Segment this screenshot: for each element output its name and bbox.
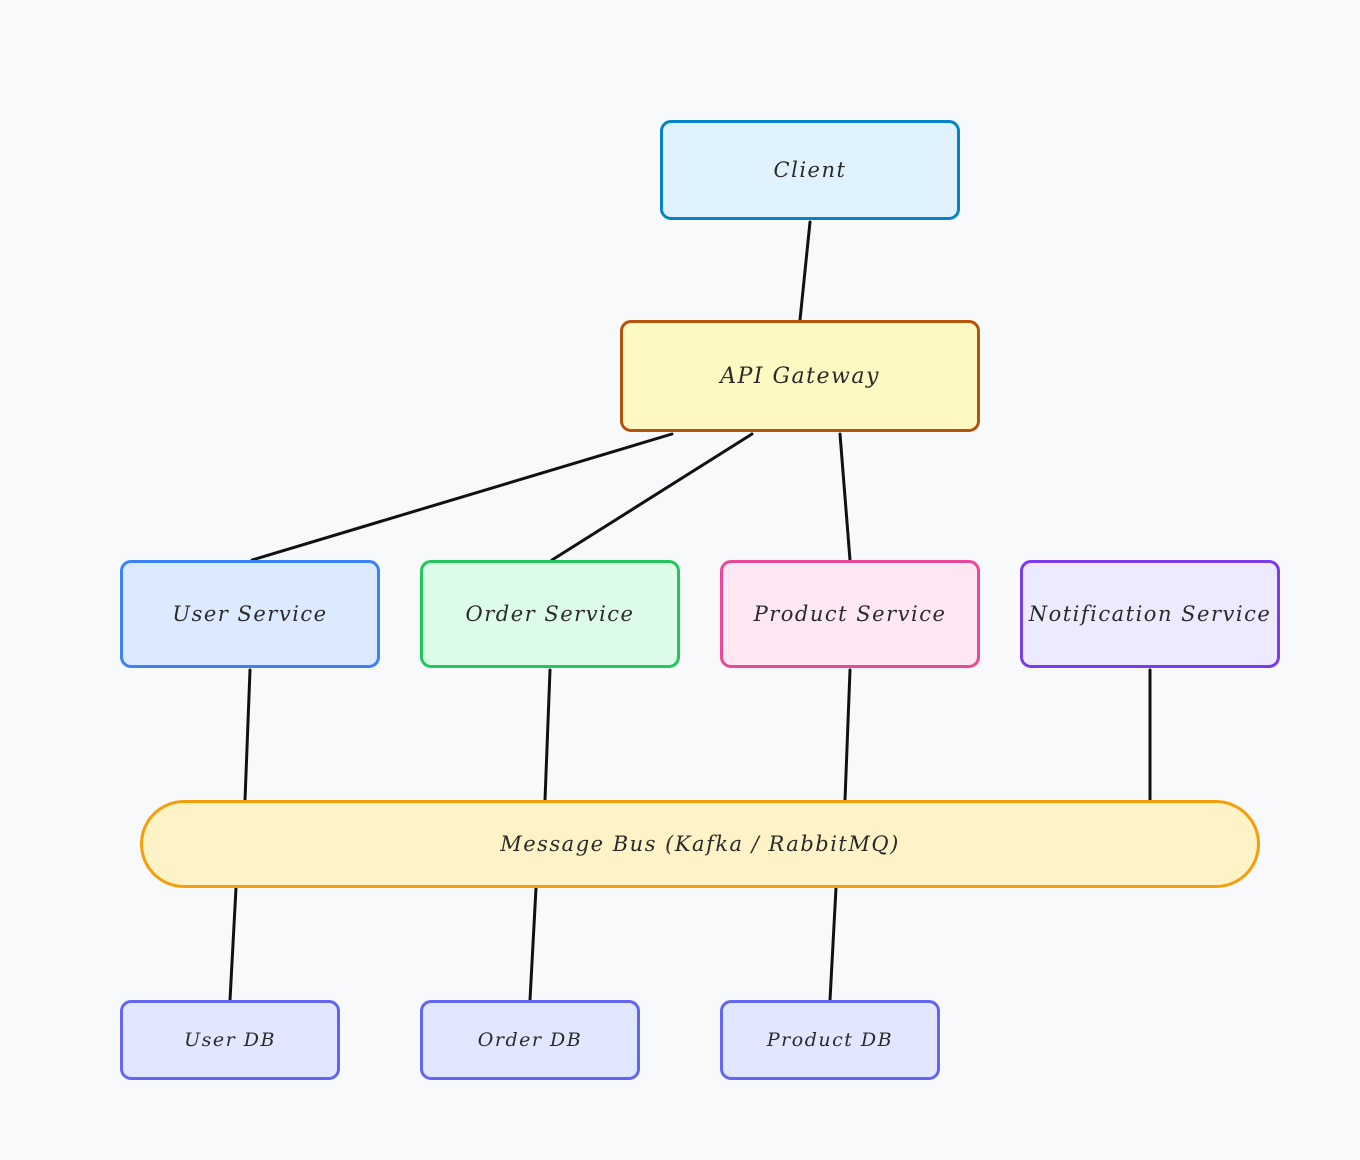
node-product-service[interactable]: Product Service [720,560,980,668]
edge-client-to-gateway [798,220,812,322]
edge-gateway-to-user [250,432,674,562]
node-order-service-label: Order Service [465,602,635,626]
edge-order-to-bus [543,668,552,802]
node-product-db-label: Product DB [766,1029,894,1051]
edge-bus-to-orderdb [528,886,538,1002]
node-api-gateway[interactable]: API Gateway [620,320,980,432]
node-order-db[interactable]: Order DB [420,1000,640,1080]
node-user-db-label: User DB [184,1029,276,1051]
node-message-bus-label: Message Bus (Kafka / RabbitMQ) [500,832,900,856]
node-user-service-label: User Service [172,602,328,626]
node-product-service-label: Product Service [753,602,947,626]
edge-product-to-bus [843,668,852,802]
node-client[interactable]: Client [660,120,960,220]
node-user-service[interactable]: User Service [120,560,380,668]
node-user-db[interactable]: User DB [120,1000,340,1080]
node-api-gateway-label: API Gateway [720,363,880,389]
edge-bus-to-userdb [228,886,238,1002]
node-notification-service-label: Notification Service [1028,602,1272,626]
node-notification-service[interactable]: Notification Service [1020,560,1280,668]
edge-user-to-bus [243,668,252,802]
node-message-bus[interactable]: Message Bus (Kafka / RabbitMQ) [140,800,1260,888]
edge-gateway-to-order [550,432,754,562]
node-order-service[interactable]: Order Service [420,560,680,668]
node-product-db[interactable]: Product DB [720,1000,940,1080]
edge-bus-to-productdb [828,886,838,1002]
node-order-db-label: Order DB [477,1029,583,1051]
edge-gateway-to-product [838,432,852,562]
node-client-label: Client [773,158,847,182]
